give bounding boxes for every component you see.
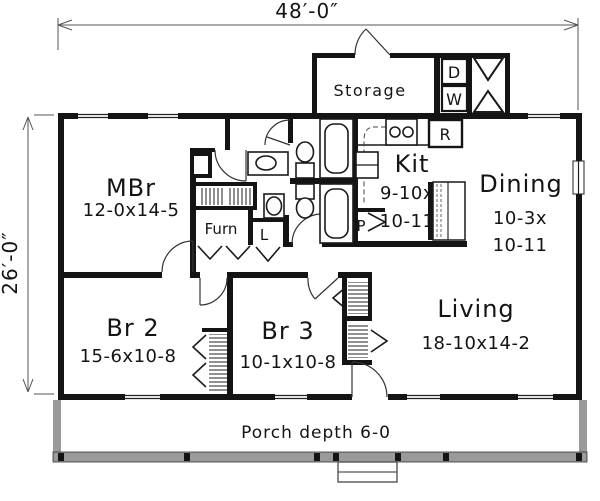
range-box [427,118,464,149]
linen-bifold [255,246,281,263]
living-label: Living [437,295,514,323]
mbr-size: 12-0x14-5 [83,200,180,221]
furnace-bifold-right [225,245,251,261]
br3-label: Br 3 [261,317,314,345]
br2-door [199,277,228,306]
living-closet-shelves [348,324,368,358]
bath-fixtures [247,118,354,244]
br3-closet-bifold [331,286,347,310]
upper-cabinet-dashed [363,126,386,203]
doors [161,28,391,398]
kitchen-size-1: 9-10x [380,183,434,204]
width-dimension-label: 48′-0″ [275,0,338,23]
mbr-label: MBr [106,174,156,202]
bifold-doors [191,57,505,388]
vanity-sink-upper [247,151,289,176]
washer-box [440,84,469,113]
front-door [351,361,388,398]
mbr-bath-door [214,149,247,182]
br3-closet-shelves [348,282,368,314]
entry-closet-door-upper [472,57,505,82]
washer-label: W [446,90,462,109]
kitchen-bar [432,181,466,241]
dryer-label: D [448,63,460,82]
furnace-label: Furn [205,220,238,238]
toilet-lower [295,183,315,219]
porch-posts [58,453,582,461]
furnace-bifold-left [197,245,223,261]
height-dimension-label: 26′-0″ [0,231,22,294]
dryer-box [440,57,469,86]
walls [58,53,582,400]
mbr-closet-rod [229,188,253,205]
windows [78,113,585,400]
bath-compartment-door [264,119,291,146]
range-label: R [439,125,450,144]
br2-label: Br 2 [106,314,159,342]
dining-size-2: 10-11 [493,235,548,256]
pantry-bifold [367,212,387,232]
dimension-left: 26′-0″ [0,114,54,395]
mbr-door [161,240,194,273]
dining-size-1: 10-3x [493,208,547,229]
kitchen-size-2: 10-11 [380,211,435,232]
porch [52,400,588,483]
br2-closet-shelves [209,334,227,392]
entry-closet-door-lower [472,89,505,113]
dimension-top: 48′-0″ [57,0,579,110]
porch-label: Porch depth 6-0 [241,423,391,443]
entry-steps [337,461,398,483]
dining-label: Dining [479,170,562,198]
br3-size: 10-1x10-8 [240,352,337,373]
vanity-sink-lower [263,193,285,219]
br2-closet-bifold-bottom [191,362,207,388]
pantry-label: P [356,217,365,235]
oven [355,151,379,179]
kitchen-fixtures [355,118,466,241]
storage-door [354,28,391,56]
kitchen-label: Kit [395,150,430,178]
living-size: 18-10x14-2 [422,333,531,354]
laundry [440,57,469,113]
storage-label: Storage [333,81,406,100]
mbr-closet-rod [201,188,224,205]
bathtub-lower [319,183,354,244]
kitchen-sink [385,118,418,146]
toilet-upper [295,141,315,179]
closet-shelving [201,188,368,392]
br2-closet-bifold-top [191,334,207,360]
br3-door [307,277,339,300]
living-closet-bifold [370,329,389,353]
linen-label: L [260,226,269,244]
bathtub-upper [319,118,354,179]
br2-size: 15-6x10-8 [80,346,177,367]
